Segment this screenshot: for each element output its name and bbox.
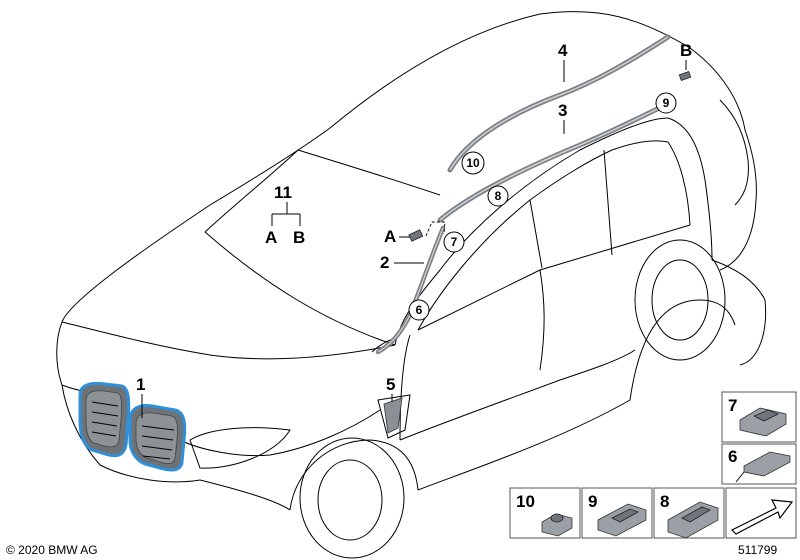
svg-text:7: 7 — [728, 396, 737, 415]
a-pillar-trim-strip-2 — [375, 225, 446, 355]
detail-box-7: 7 — [721, 391, 797, 443]
clip-a-part — [408, 229, 424, 242]
svg-text:8: 8 — [495, 189, 502, 203]
detail-box-8: 8 — [653, 487, 725, 539]
svg-text:10: 10 — [516, 492, 535, 511]
detail-box-9: 9 — [581, 487, 653, 539]
callout-1: 1 — [136, 375, 145, 394]
trim-strips — [375, 34, 692, 434]
car-body-outline — [56, 11, 767, 559]
kidney-grille-part-1 — [78, 381, 187, 472]
circled-6: 6 — [408, 299, 430, 321]
callout-4: 4 — [558, 41, 568, 60]
circled-7: 7 — [443, 231, 465, 253]
clip-b-part — [678, 70, 692, 82]
circled-10: 10 — [461, 151, 485, 175]
direction-arrow-icon — [730, 499, 794, 535]
svg-text:7: 7 — [451, 235, 458, 249]
circled-8: 8 — [487, 185, 509, 207]
callout-3: 3 — [558, 101, 567, 120]
svg-text:8: 8 — [660, 492, 669, 511]
svg-text:10: 10 — [466, 156, 480, 170]
callout-11-a: A — [265, 228, 277, 247]
circled-9: 9 — [655, 92, 677, 114]
detail-box-6: 6 — [721, 443, 797, 485]
copyright-text: © 2020 BMW AG — [6, 543, 98, 557]
detail-box-arrow — [725, 487, 797, 539]
callout-5: 5 — [386, 375, 395, 394]
svg-text:9: 9 — [588, 492, 597, 511]
callouts: 1 2 3 4 5 11 A B A B — [136, 41, 692, 418]
svg-text:9: 9 — [663, 96, 670, 110]
triangle-cover-part-5 — [383, 397, 403, 434]
svg-text:6: 6 — [728, 447, 737, 466]
diagram-number: 511799 — [738, 543, 777, 557]
callout-a-pillar: A — [384, 227, 396, 246]
callout-b-roof: B — [680, 41, 692, 60]
callout-2: 2 — [380, 253, 389, 272]
callout-11: 11 — [274, 183, 292, 202]
callout-11-b: B — [293, 228, 305, 247]
svg-text:6: 6 — [416, 303, 423, 317]
detail-box-10: 10 — [509, 487, 581, 539]
circled-callouts: 6 7 8 9 10 — [408, 92, 677, 321]
